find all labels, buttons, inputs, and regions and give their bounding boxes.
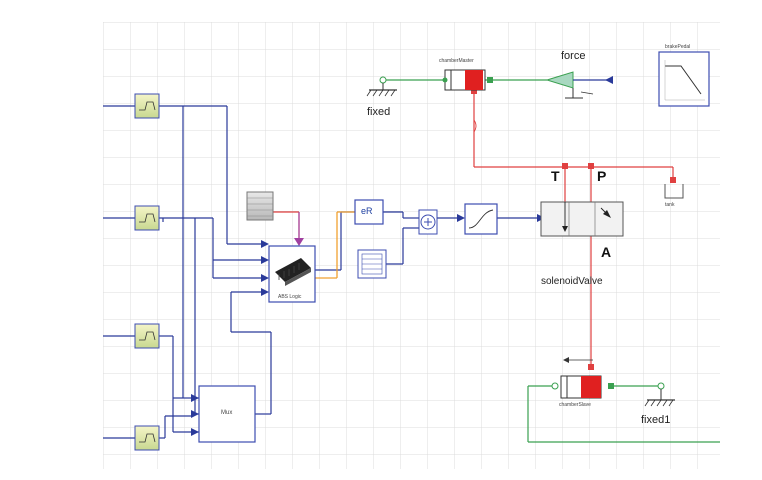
label-solenoid-valve: solenoidValve <box>541 276 603 287</box>
label-brake-pedal: brakePedal <box>665 44 691 50</box>
add-block[interactable] <box>418 209 438 235</box>
ramp-icon <box>139 433 156 443</box>
ground-icon <box>644 382 675 407</box>
diagram-canvas: fixed force T P A solenoidValve fixed1 A… <box>103 22 720 469</box>
hydraulic-wires <box>263 92 674 367</box>
mux-block[interactable] <box>198 385 256 443</box>
label-chamber-slave: chamberSlave <box>559 402 591 408</box>
ramp-icon <box>139 101 156 111</box>
label-tank: tank <box>665 202 675 208</box>
er-block[interactable] <box>354 199 384 225</box>
label-force: force <box>561 50 586 62</box>
signal-arrows <box>191 76 613 436</box>
port-label-t: T <box>551 168 560 184</box>
label-mux: Mux <box>221 410 233 416</box>
speed-sensor-3[interactable] <box>134 323 160 349</box>
chamber-master[interactable] <box>442 69 494 91</box>
label-fixed1: fixed1 <box>641 414 671 426</box>
label-fixed: fixed <box>367 106 391 118</box>
port-markers <box>471 88 676 370</box>
label-er: eR <box>361 206 373 216</box>
speed-sensor-1[interactable] <box>134 93 160 119</box>
orange-wires <box>315 211 355 279</box>
port-label-a: A <box>601 244 612 260</box>
ramp-icon <box>139 213 156 223</box>
chip-icon <box>275 258 311 286</box>
chamber-slave[interactable] <box>551 357 614 399</box>
label-chamber-master: chamberMaster <box>439 58 474 64</box>
speed-sensor-4[interactable] <box>134 425 160 451</box>
speed-sensor-2[interactable] <box>134 205 160 231</box>
ramp-icon <box>139 331 156 341</box>
table-block[interactable] <box>357 249 387 279</box>
pressure-table[interactable] <box>246 191 274 221</box>
block-diagram <box>103 22 720 469</box>
limiter-block[interactable] <box>464 203 498 235</box>
brake-pedal-block[interactable] <box>658 51 710 107</box>
port-label-p: P <box>597 168 607 184</box>
ground-icon <box>366 76 397 97</box>
label-abs-logic: ABS Logic <box>278 294 302 300</box>
force-element[interactable] <box>545 71 613 99</box>
abs-logic-block[interactable] <box>268 245 316 303</box>
sensor-blocks <box>134 93 160 451</box>
mechanical-wires <box>383 79 720 443</box>
curve-icon <box>468 209 494 229</box>
signal-wires <box>103 105 541 439</box>
solenoid-valve[interactable] <box>540 201 624 237</box>
tank-icon[interactable] <box>664 184 684 199</box>
